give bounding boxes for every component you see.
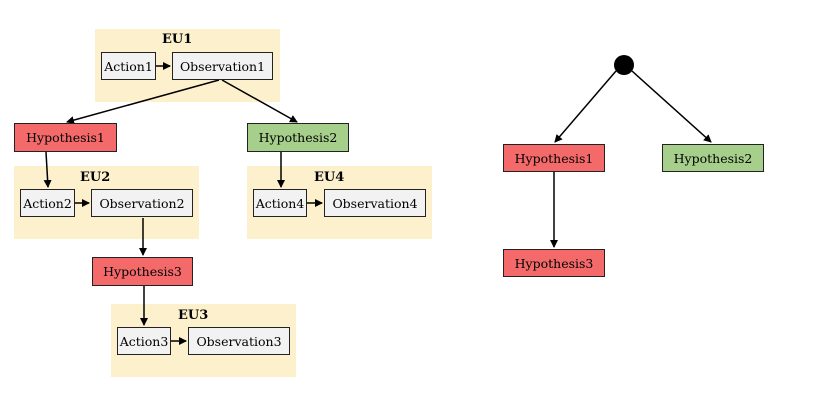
- observation3-node: Observation3: [188, 327, 290, 355]
- observation4-node: Observation4: [324, 189, 426, 217]
- eu4-label: EU4: [314, 170, 345, 185]
- action2-node: Action2: [20, 189, 75, 217]
- eu1-label: EU1: [162, 32, 193, 47]
- hypothesis3-node: Hypothesis3: [92, 257, 193, 286]
- action3-node: Action3: [117, 327, 171, 355]
- observation1-node: Observation1: [172, 52, 273, 80]
- action1-node: Action1: [101, 52, 156, 80]
- hypothesis2-node: Hypothesis2: [247, 123, 349, 152]
- hypothesis1-node: Hypothesis1: [14, 123, 117, 152]
- eu3-label: EU3: [178, 308, 209, 323]
- edge-root-hypothesis1: [554, 70, 617, 143]
- tree-hypothesis2-node: Hypothesis2: [662, 144, 764, 172]
- action4-node: Action4: [253, 189, 307, 217]
- observation2-node: Observation2: [91, 189, 193, 217]
- edge-observation1-hypothesis2: [221, 79, 298, 123]
- tree-hypothesis3-node: Hypothesis3: [503, 249, 605, 277]
- tree-hypothesis1-node: Hypothesis1: [503, 144, 605, 172]
- edge-root-hypothesis2: [631, 70, 712, 143]
- tree-root-node: [614, 55, 634, 75]
- eu2-label: EU2: [80, 170, 111, 185]
- edge-observation1-hypothesis1: [66, 79, 220, 124]
- edge-hypothesis1-action2: [43, 151, 52, 188]
